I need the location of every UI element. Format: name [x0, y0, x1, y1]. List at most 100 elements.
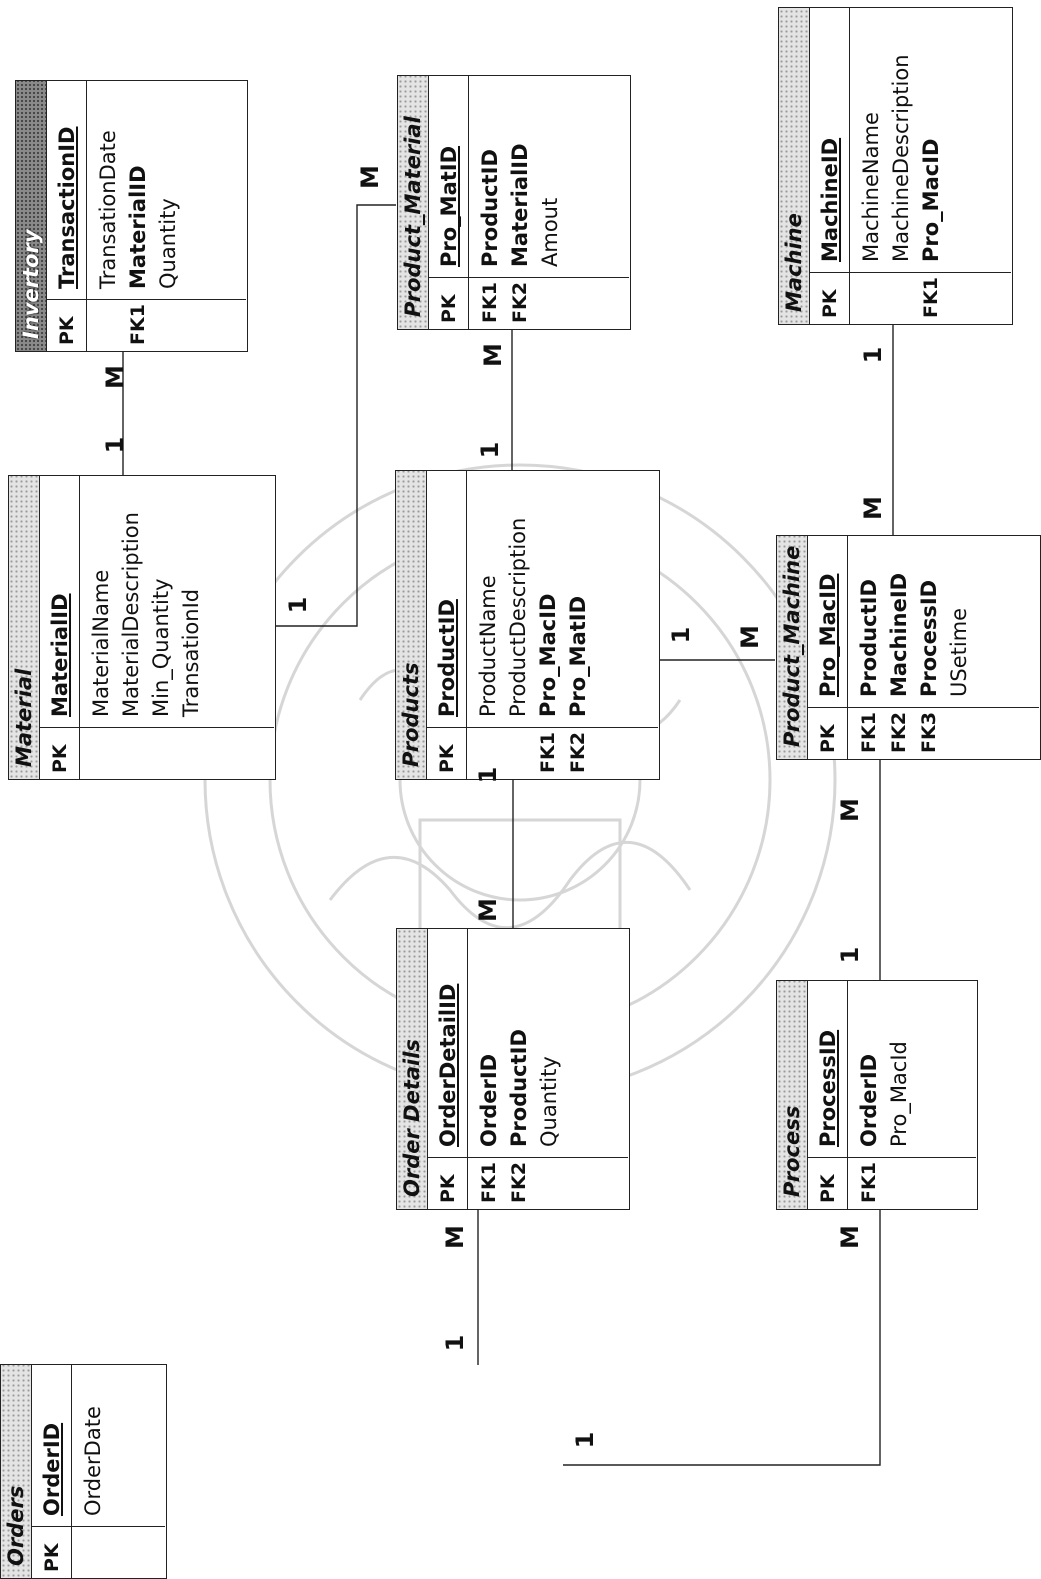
fk-label	[146, 728, 176, 773]
attribute: TransationDate	[93, 130, 123, 289]
attribute: MaterialDescription	[116, 512, 146, 717]
cardinality-label: 1	[473, 760, 503, 790]
fk-label: FK1	[854, 708, 884, 753]
fk-label: FK1	[854, 1158, 884, 1203]
pk-label: PK	[429, 277, 468, 329]
entity-title: Order Details	[397, 929, 428, 1209]
pk-label: PK	[808, 707, 847, 759]
fk-label	[856, 273, 886, 318]
cardinality-label: M	[478, 340, 508, 370]
cardinality-label: M	[858, 493, 888, 523]
key-column	[80, 727, 274, 779]
attribute: MaterialID	[123, 130, 153, 289]
attribute: Pro_MacID	[533, 518, 563, 717]
attribute: Min_Quantity	[146, 512, 176, 717]
pk-label: PK	[808, 1157, 847, 1209]
primary-key-row: PKOrderDetailID	[428, 929, 468, 1209]
pk-label: PK	[428, 1157, 467, 1209]
attribute: Quantity	[534, 1029, 564, 1147]
attribute: MachineName	[856, 54, 886, 262]
pk-field: MachineID	[810, 138, 850, 272]
fk-label: FK1	[916, 273, 946, 318]
pk-field: Pro_MatID	[429, 146, 469, 277]
fk-label	[535, 278, 565, 323]
cardinality-label: 1	[835, 940, 865, 970]
fk-label	[78, 1527, 108, 1572]
pk-label: PK	[427, 727, 466, 779]
entity-title: Invertory	[16, 81, 47, 351]
entity-title: Process	[777, 981, 808, 1209]
fk-label	[86, 728, 116, 773]
pk-label: PK	[40, 727, 79, 779]
attribute: ProcessID	[914, 573, 944, 697]
pk-label: PK	[810, 272, 849, 324]
fk-label	[153, 300, 183, 345]
fk-label: FK1	[533, 728, 563, 773]
key-column: FK1	[87, 299, 246, 351]
entity-title: Products	[396, 471, 427, 779]
attribute: MaterialID	[505, 143, 535, 267]
attribute: Pro_MacID	[916, 54, 946, 262]
attribute: Pro_MatID	[563, 518, 593, 717]
attribute: ProductDescription	[503, 518, 533, 717]
entity-title: Orders	[1, 1365, 32, 1578]
pk-field: OrderDetailID	[428, 984, 468, 1157]
cardinality-label: M	[355, 162, 385, 192]
fk-label: FK3	[914, 708, 944, 753]
cardinality-label: 1	[666, 620, 696, 650]
pk-field: TransactionID	[47, 127, 87, 299]
key-column: FK1	[850, 272, 1011, 324]
cardinality-label: M	[440, 1222, 470, 1252]
entity-title: Machine	[779, 8, 810, 324]
pk-label: PK	[47, 299, 86, 351]
pk-field: ProcessID	[808, 1030, 848, 1157]
attribute: ProductID	[475, 143, 505, 267]
attribute: Amout	[535, 143, 565, 267]
fk-label: FK1	[474, 1158, 504, 1203]
attribute: MachineID	[884, 573, 914, 697]
fk-label	[884, 1158, 914, 1203]
cardinality-label: M	[735, 622, 765, 652]
fk-label	[176, 728, 206, 773]
attribute-list: OrderDate	[72, 1406, 165, 1526]
attribute: Quantity	[153, 130, 183, 289]
cardinality-label: 1	[475, 435, 505, 465]
cardinality-label: M	[835, 795, 865, 825]
pk-field: MaterialID	[40, 593, 80, 727]
attribute: TransationId	[176, 512, 206, 717]
pk-field: Pro_MacID	[808, 574, 848, 707]
attribute: ProductID	[504, 1029, 534, 1147]
fk-label: FK2	[505, 278, 535, 323]
primary-key-row: PKPro_MatID	[429, 76, 469, 329]
fk-label	[534, 1158, 564, 1203]
entity-title: Material	[9, 476, 40, 779]
cardinality-label: M	[100, 362, 130, 392]
cardinality-label: M	[473, 895, 503, 925]
cardinality-label: 1	[283, 590, 313, 620]
attribute: ProductName	[473, 518, 503, 717]
attribute: MachineDescription	[886, 54, 916, 262]
fk-label	[944, 708, 974, 753]
entity-title: Product_Material	[398, 76, 429, 329]
cardinality-label: 1	[440, 1328, 470, 1358]
fk-label	[93, 300, 123, 345]
fk-label: FK1	[123, 300, 153, 345]
